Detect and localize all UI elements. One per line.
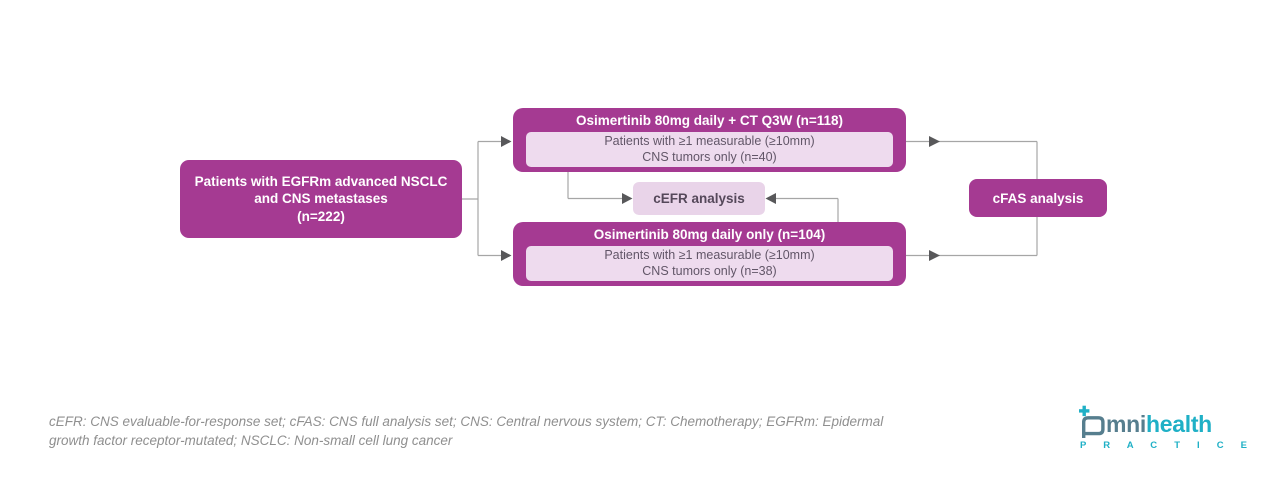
patients-line2: and CNS metastases: [254, 191, 388, 207]
patients-source-box: Patients with EGFRm advanced NSCLC and C…: [180, 160, 462, 238]
logo-wordmark-row: mnihealth: [1078, 405, 1220, 439]
arm-bottom-sub-line1: Patients with ≥1 measurable (≥10mm): [604, 248, 815, 262]
omega-logo-icon: [1079, 405, 1105, 438]
abbreviations-footnote: cEFR: CNS evaluable-for-response set; cF…: [49, 413, 883, 450]
arrowhead-into-arm-bottom: [501, 250, 512, 261]
patients-line1: Patients with EGFRm advanced NSCLC: [194, 173, 448, 189]
logo-word-end: health: [1146, 411, 1212, 437]
arrowhead-into-cefr-right: [765, 193, 776, 204]
arm-bottom-measurable-subbox: Patients with ≥1 measurable (≥10mm) CNS …: [526, 246, 893, 281]
arm-osimertinib-plus-ct-box: Osimertinib 80mg daily + CT Q3W (n=118) …: [513, 108, 906, 172]
logo-word-start: mni: [1106, 411, 1146, 437]
patients-n: (n=222): [297, 208, 345, 224]
footnote-line2: growth factor receptor-mutated; NSCLC: N…: [49, 432, 453, 448]
cefr-analysis-box: cEFR analysis: [633, 182, 765, 215]
footnote-line1: cEFR: CNS evaluable-for-response set; cF…: [49, 414, 884, 429]
arm-bottom-title: Osimertinib 80mg daily only (n=104): [593, 226, 826, 242]
arrowhead-into-arm-top: [501, 136, 512, 147]
cfas-analysis-box: cFAS analysis: [969, 179, 1107, 217]
arm-top-measurable-subbox: Patients with ≥1 measurable (≥10mm) CNS …: [526, 132, 893, 167]
logo-tagline: P R A C T I C E: [1080, 440, 1255, 451]
arm-bottom-sub-line2: CNS tumors only (n=38): [642, 263, 777, 278]
arm-top-title: Osimertinib 80mg daily + CT Q3W (n=118): [575, 112, 844, 128]
logo-wordmark: mnihealth: [1106, 409, 1212, 439]
arm-osimertinib-only-box: Osimertinib 80mg daily only (n=104) Pati…: [513, 222, 906, 286]
arm-top-sub-line1: Patients with ≥1 measurable (≥10mm): [604, 134, 815, 148]
connector-path: [462, 140, 1038, 257]
arm-top-sub-line2: CNS tumors only (n=40): [642, 149, 777, 164]
plus-glyph-vertical: [1082, 405, 1086, 417]
omega-glyph: [1082, 416, 1105, 438]
arrowhead-to-cfas-bottom: [929, 250, 940, 261]
arrowhead-into-cefr-left: [622, 193, 633, 204]
arrowhead-to-cfas-top: [929, 136, 940, 147]
omnihealth-practice-logo: mnihealth P R A C T I C E: [1078, 405, 1255, 451]
